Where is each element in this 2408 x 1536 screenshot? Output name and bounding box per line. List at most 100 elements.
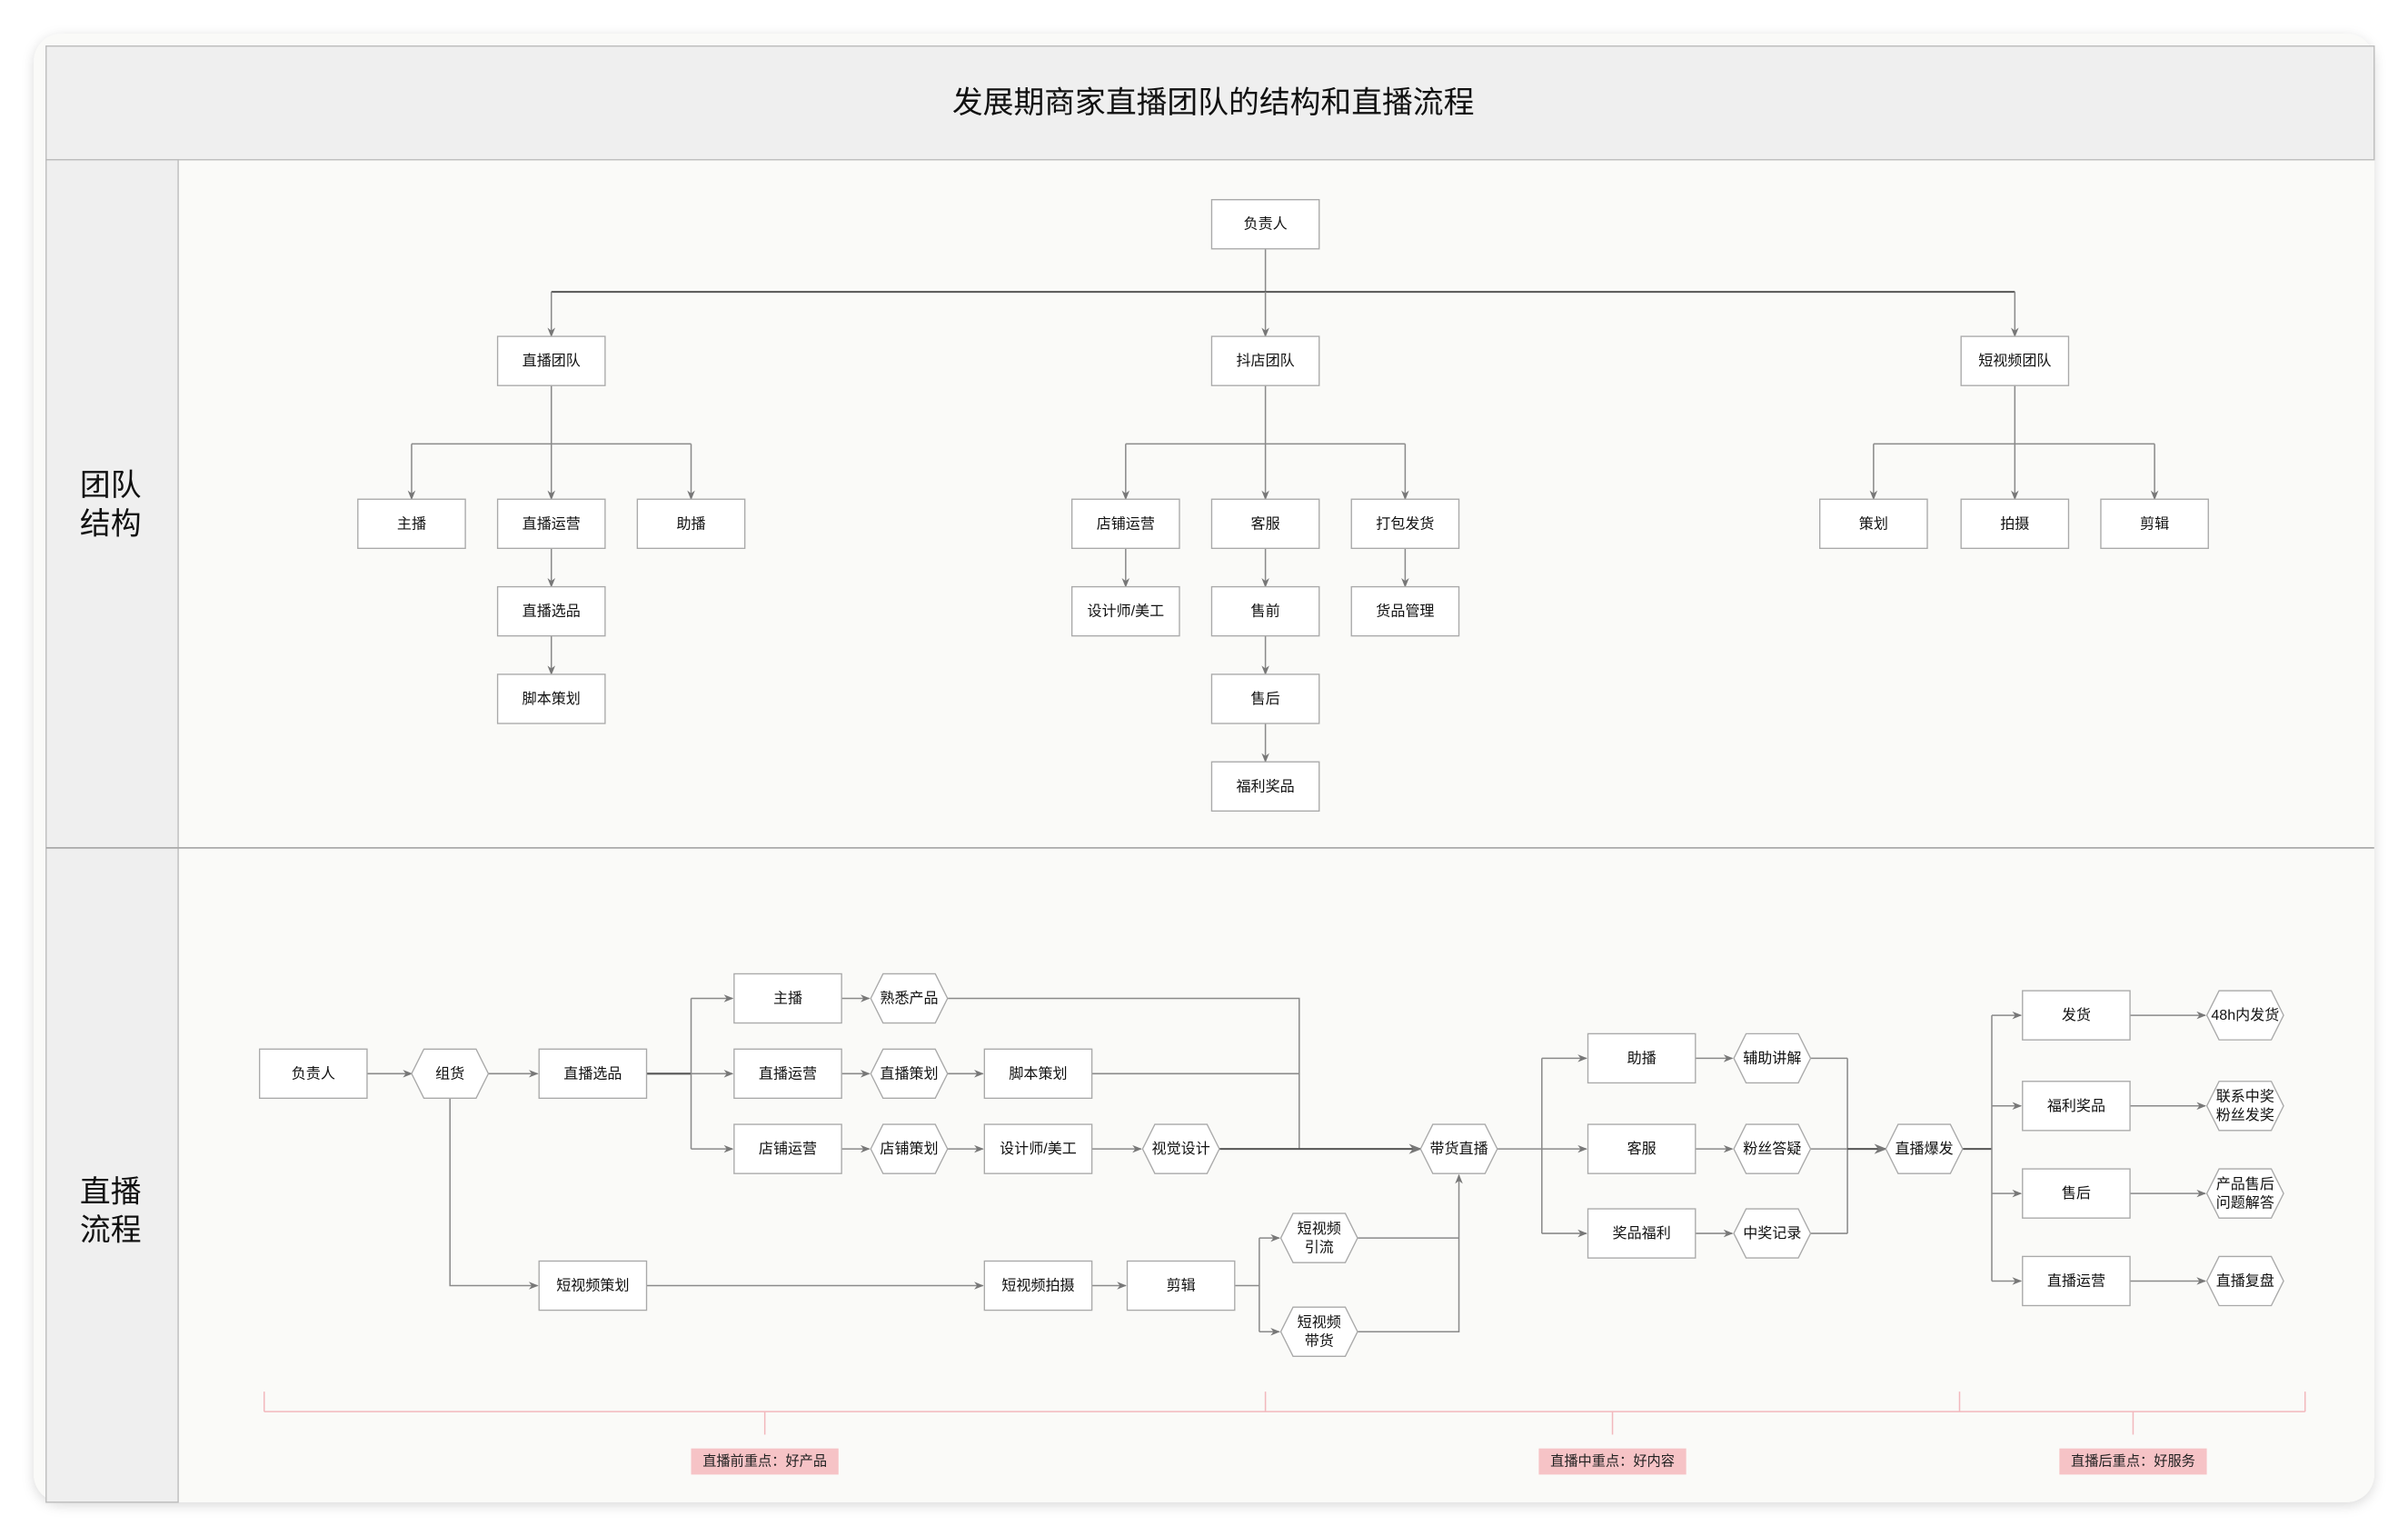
org-member[interactable]: 策划 xyxy=(1819,498,1928,550)
node-label: 奖品福利 xyxy=(1613,1225,1671,1242)
org-team-1[interactable]: 抖店团队 xyxy=(1210,335,1320,386)
node-label: 直播选品 xyxy=(563,1065,622,1082)
flow-host[interactable]: 主播 xyxy=(733,972,842,1024)
flow-live-ops[interactable]: 直播运营 xyxy=(733,1048,842,1100)
box-shape xyxy=(258,1048,368,1100)
org-member[interactable]: 直播运营 xyxy=(496,498,606,550)
node-label: 助播 xyxy=(1627,1050,1657,1066)
hexagon-shape xyxy=(1733,1032,1812,1084)
flow-shop-ops[interactable]: 店铺运营 xyxy=(733,1123,842,1174)
box-shape xyxy=(2100,498,2209,550)
node-label: 主播 xyxy=(773,990,802,1006)
box-shape xyxy=(1070,498,1180,550)
connector-line xyxy=(1358,1173,1463,1332)
flow-ship[interactable]: 发货 xyxy=(2022,990,2131,1041)
node-label: 设计师/美工 xyxy=(1000,1141,1077,1157)
box-shape xyxy=(733,1048,842,1100)
box-shape xyxy=(496,585,606,637)
org-cs-chain[interactable]: 售后 xyxy=(1210,673,1320,724)
flow-fan_qa[interactable]: 粉丝答疑 xyxy=(1733,1123,1812,1174)
box-shape xyxy=(496,335,606,386)
hexagon-shape xyxy=(1141,1123,1220,1174)
flow-burst[interactable]: 直播爆发 xyxy=(1885,1123,1964,1174)
org-root-owner[interactable]: 负责人 xyxy=(1210,199,1320,250)
node-label: 熟悉产品 xyxy=(880,990,938,1006)
flow-after_sale_qa[interactable]: 产品售后问题解答 xyxy=(2205,1168,2284,1219)
org-team-2[interactable]: 短视频团队 xyxy=(1960,335,2070,386)
flow-script[interactable]: 脚本策划 xyxy=(983,1048,1093,1100)
connectors xyxy=(366,248,2206,1336)
hexagon-shape xyxy=(1733,1208,1812,1259)
flow-select[interactable]: 直播选品 xyxy=(538,1048,648,1100)
flow-cs[interactable]: 客服 xyxy=(1587,1123,1697,1174)
node-label: 货品管理 xyxy=(1376,603,1434,620)
flow-edit[interactable]: 剪辑 xyxy=(1126,1260,1236,1312)
flow-review[interactable]: 直播复盘 xyxy=(2205,1255,2284,1307)
org-member[interactable]: 店铺运营 xyxy=(1070,498,1180,550)
org-member[interactable]: 拍摄 xyxy=(1960,498,2070,550)
box-shape xyxy=(1587,1123,1697,1174)
box-shape xyxy=(1070,585,1180,637)
box-shape xyxy=(496,673,606,724)
org-member[interactable]: 主播 xyxy=(357,498,466,550)
box-shape xyxy=(733,1123,842,1174)
org-member[interactable]: 打包发货 xyxy=(1350,498,1460,550)
flow-shop-plan[interactable]: 店铺策划 xyxy=(870,1123,949,1174)
box-shape xyxy=(1587,1208,1697,1259)
org-cs-chain[interactable]: 福利奖品 xyxy=(1210,761,1320,812)
org-member[interactable]: 客服 xyxy=(1210,498,1320,550)
flow-welfare_send[interactable]: 联系中奖粉丝发奖 xyxy=(2205,1081,2284,1132)
flow-visual[interactable]: 视觉设计 xyxy=(1141,1123,1220,1174)
flow-prize_record[interactable]: 中奖记录 xyxy=(1733,1208,1812,1259)
flow-video-plan[interactable]: 短视频策划 xyxy=(538,1260,648,1312)
org-script-plan[interactable]: 脚本策划 xyxy=(496,673,606,724)
nodes: 负责人直播团队抖店团队短视频团队主播直播运营助播店铺运营客服打包发货策划拍摄剪辑… xyxy=(258,199,2284,1357)
node-label: 直播策划 xyxy=(880,1065,938,1082)
box-shape xyxy=(733,972,842,1024)
box-shape xyxy=(1587,1032,1697,1084)
flow-prize[interactable]: 奖品福利 xyxy=(1587,1208,1697,1259)
flow-after_sale[interactable]: 售后 xyxy=(2022,1168,2131,1219)
flow-live-plan[interactable]: 直播策划 xyxy=(870,1048,949,1100)
box-shape xyxy=(1960,335,2070,386)
org-goods-manage[interactable]: 货品管理 xyxy=(1350,585,1460,637)
flow-assist_explain[interactable]: 辅助讲解 xyxy=(1733,1032,1812,1084)
node-label: 客服 xyxy=(1251,515,1280,532)
org-team-0[interactable]: 直播团队 xyxy=(496,335,606,386)
flow-assist[interactable]: 助播 xyxy=(1587,1032,1697,1084)
node-label: 客服 xyxy=(1627,1141,1657,1157)
flow-ops2[interactable]: 直播运营 xyxy=(2022,1255,2131,1307)
node-label: 组货 xyxy=(435,1065,464,1082)
node-label: 打包发货 xyxy=(1376,515,1434,532)
flow-video-sell[interactable]: 短视频带货 xyxy=(1279,1306,1358,1357)
flow-know-product[interactable]: 熟悉产品 xyxy=(870,972,949,1024)
flow-video-shoot[interactable]: 短视频拍摄 xyxy=(983,1260,1093,1312)
flow-ship_48h[interactable]: 48h内发货 xyxy=(2205,990,2284,1041)
flow-designer[interactable]: 设计师/美工 xyxy=(983,1123,1093,1174)
box-shape xyxy=(983,1123,1093,1174)
section-label-process: 直播流程 xyxy=(80,1174,142,1247)
box-shape xyxy=(538,1260,648,1312)
flow-welfare[interactable]: 福利奖品 xyxy=(2022,1081,2131,1132)
org-member[interactable]: 助播 xyxy=(636,498,746,550)
box-shape xyxy=(1350,585,1460,637)
org-member[interactable]: 剪辑 xyxy=(2100,498,2209,550)
box-shape xyxy=(1210,585,1320,637)
box-shape xyxy=(1210,673,1320,724)
flow-assort[interactable]: 组货 xyxy=(411,1048,490,1100)
box-shape xyxy=(2022,1255,2131,1307)
org-live-select[interactable]: 直播选品 xyxy=(496,585,606,637)
node-label: 拍摄 xyxy=(2000,515,2029,532)
flow-video-traffic[interactable]: 短视频引流 xyxy=(1279,1212,1358,1263)
flow-owner[interactable]: 负责人 xyxy=(258,1048,368,1100)
org-designer[interactable]: 设计师/美工 xyxy=(1070,585,1180,637)
box-shape xyxy=(1960,498,2070,550)
hexagon-shape xyxy=(870,972,949,1024)
box-shape xyxy=(983,1048,1093,1100)
box-shape xyxy=(1350,498,1460,550)
hexagon-shape xyxy=(411,1048,490,1100)
box-shape xyxy=(357,498,466,550)
node-label: 抖店团队 xyxy=(1237,353,1295,369)
flow-selling-live[interactable]: 带货直播 xyxy=(1419,1123,1498,1174)
org-cs-chain[interactable]: 售前 xyxy=(1210,585,1320,637)
